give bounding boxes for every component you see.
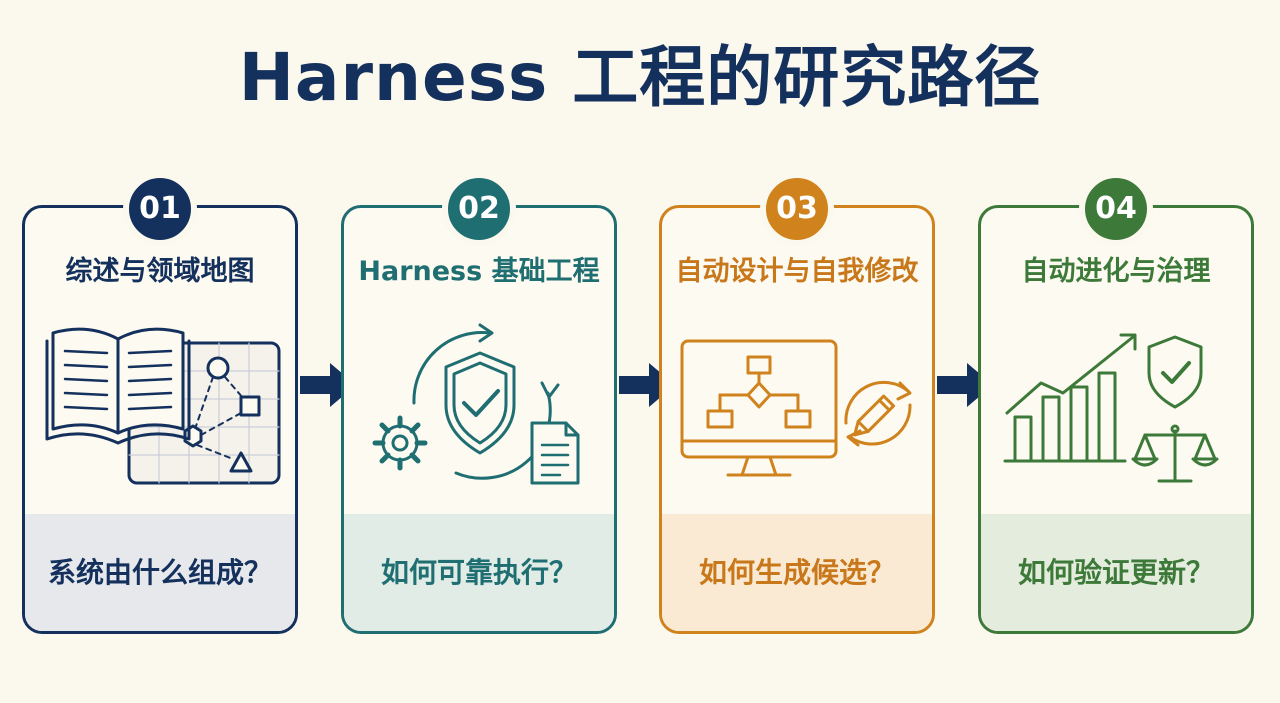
monitor-flowchart-pencil-icon (680, 339, 912, 477)
step-card-4: 04 自动进化与治理 如何验证更新？ (978, 172, 1254, 634)
step-title: 综述与领域地图 (65, 256, 255, 287)
card-footer (981, 514, 1251, 631)
page-title: Harness 工程的研究路径 (238, 39, 1042, 116)
step-card-1: 01 综述与领域地图 (22, 172, 298, 634)
step-question: 如何可靠执行？ (380, 556, 577, 589)
growth-chart-shield-scales-icon (1003, 333, 1219, 483)
step-question: 系统由什么组成？ (47, 556, 272, 589)
step-number-badge: 01 (123, 172, 197, 246)
book-with-map-icon (45, 327, 281, 485)
step-title: 自动进化与治理 (1021, 256, 1211, 287)
step-number-badge: 02 (442, 172, 516, 246)
step-question: 如何验证更新？ (1017, 556, 1214, 589)
card-footer (344, 514, 614, 631)
card-footer (25, 514, 295, 631)
step-card-3: 03 自动设计与自我修改 (659, 172, 935, 634)
card-footer (662, 514, 932, 631)
step-question: 如何生成候选？ (698, 556, 895, 589)
shield-gear-document-cycle-icon (372, 323, 580, 485)
step-number-badge: 03 (760, 172, 834, 246)
step-card-2: 02 Harness 基础工程 (341, 172, 617, 634)
step-title: 自动设计与自我修改 (675, 256, 919, 287)
step-number-badge: 04 (1079, 172, 1153, 246)
step-title: Harness 基础工程 (358, 256, 600, 287)
